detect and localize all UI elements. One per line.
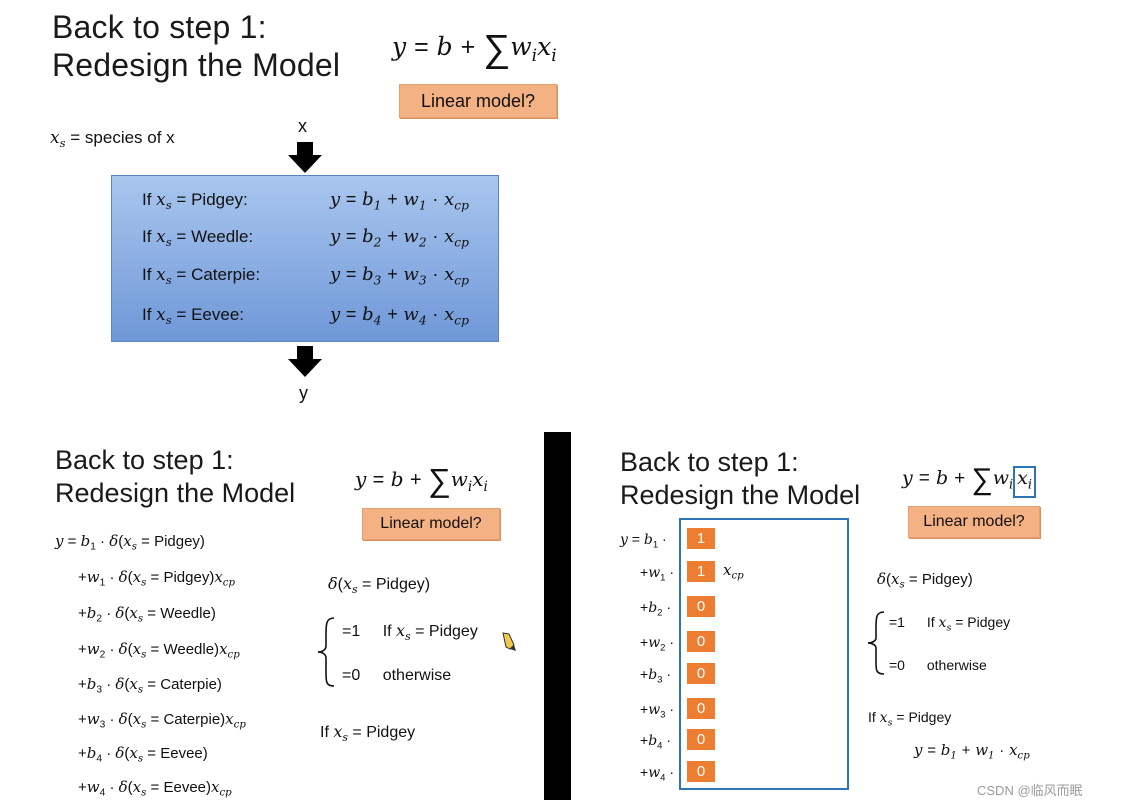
delta-term: +b4 · δ(xs = Eevee) <box>78 744 208 765</box>
xs-definition: xs = species of x <box>50 128 175 151</box>
bottom-right-result-formula: y = b1 + w1 · xcp <box>914 741 1030 762</box>
case-formula: y = b4 + w4 · xcp <box>330 304 469 328</box>
delta-term: +w1 · δ(xs = Pidgey)xcp <box>78 568 236 589</box>
feature-vector-box <box>679 518 849 790</box>
indicator-value-cell: 0 <box>687 596 715 617</box>
indicator-row-label: +w3 · <box>640 701 675 721</box>
indicator-row-label: +w1 · <box>640 564 675 584</box>
species-case-box <box>111 175 499 342</box>
bottom-left-case-zero: =0 otherwise <box>342 667 452 684</box>
arrow-down-icon <box>288 346 322 377</box>
indicator-row-label: +w4 · <box>640 764 675 784</box>
xcp-label: xcp <box>723 561 744 582</box>
bottom-right-brace <box>867 611 885 675</box>
indicator-row-label: y = b1 · <box>620 531 667 551</box>
indicator-value-cell: 0 <box>687 631 715 652</box>
bottom-left-case-one: =1 If xs = Pidgey <box>342 621 478 643</box>
pen-cursor-icon <box>502 632 516 651</box>
top-linear-model-badge: Linear model? <box>399 84 557 118</box>
input-x-label: x <box>298 116 307 136</box>
bottom-right-linear-model-badge: Linear model? <box>908 506 1040 538</box>
bottom-right-if-condition: If xs = Pidgey <box>868 709 952 729</box>
watermark: CSDN @临风而眠 <box>977 783 1083 798</box>
indicator-row-label: +w2 · <box>640 634 675 654</box>
indicator-value-cell: 0 <box>687 761 715 782</box>
output-y-label: y <box>299 383 308 403</box>
case-condition: If xs = Caterpie: <box>142 265 261 288</box>
indicator-value-cell: 0 <box>687 663 715 684</box>
top-title: Back to step 1: Redesign the Model <box>52 9 341 83</box>
bottom-left-title: Back to step 1: Redesign the Model <box>55 445 296 508</box>
indicator-value-cell: 0 <box>687 729 715 750</box>
bottom-right-title: Back to step 1: Redesign the Model <box>620 447 861 510</box>
case-formula: y = b2 + w2 · xcp <box>330 226 469 250</box>
bottom-left-linear-model-badge: Linear model? <box>362 508 500 540</box>
indicator-row-label: +b4 · <box>640 732 672 752</box>
arrow-down-icon <box>288 142 322 173</box>
highlighted-xi: xi <box>1013 466 1036 498</box>
delta-term: +w4 · δ(xs = Eevee)xcp <box>78 778 232 799</box>
bottom-left-brace <box>317 617 335 687</box>
delta-term: y = b1 · δ(xs = Pidgey) <box>55 532 205 553</box>
bottom-right-case-one: =1 If xs = Pidgey <box>889 614 1011 634</box>
bottom-left-if-condition: If xs = Pidgey <box>320 722 416 744</box>
case-condition: If xs = Weedle: <box>142 227 254 250</box>
case-condition: If xs = Pidgey: <box>142 190 248 213</box>
panel-divider <box>544 432 571 800</box>
delta-term: +w3 · δ(xs = Caterpie)xcp <box>78 710 246 731</box>
delta-term: +w2 · δ(xs = Weedle)xcp <box>78 640 240 661</box>
case-formula: y = b1 + w1 · xcp <box>330 189 469 213</box>
indicator-row-label: +b2 · <box>640 599 672 619</box>
case-formula: y = b3 + w3 · xcp <box>330 264 469 288</box>
indicator-value-cell: 1 <box>687 528 715 549</box>
delta-term: +b2 · δ(xs = Weedle) <box>78 604 216 625</box>
bottom-right-delta-label: δ(xs = Pidgey) <box>877 570 973 591</box>
case-condition: If xs = Eevee: <box>142 305 245 328</box>
bottom-left-formula: y = b + ∑wixi <box>355 462 488 498</box>
indicator-value-cell: 1 <box>687 561 715 582</box>
indicator-value-cell: 0 <box>687 698 715 719</box>
top-formula: y = b + ∑wixi <box>392 28 557 70</box>
indicator-row-label: +b3 · <box>640 666 672 686</box>
delta-term: +b3 · δ(xs = Caterpie) <box>78 675 222 696</box>
bottom-left-delta-label: δ(xs = Pidgey) <box>328 574 431 596</box>
bottom-right-case-zero: =0 otherwise <box>889 657 987 673</box>
